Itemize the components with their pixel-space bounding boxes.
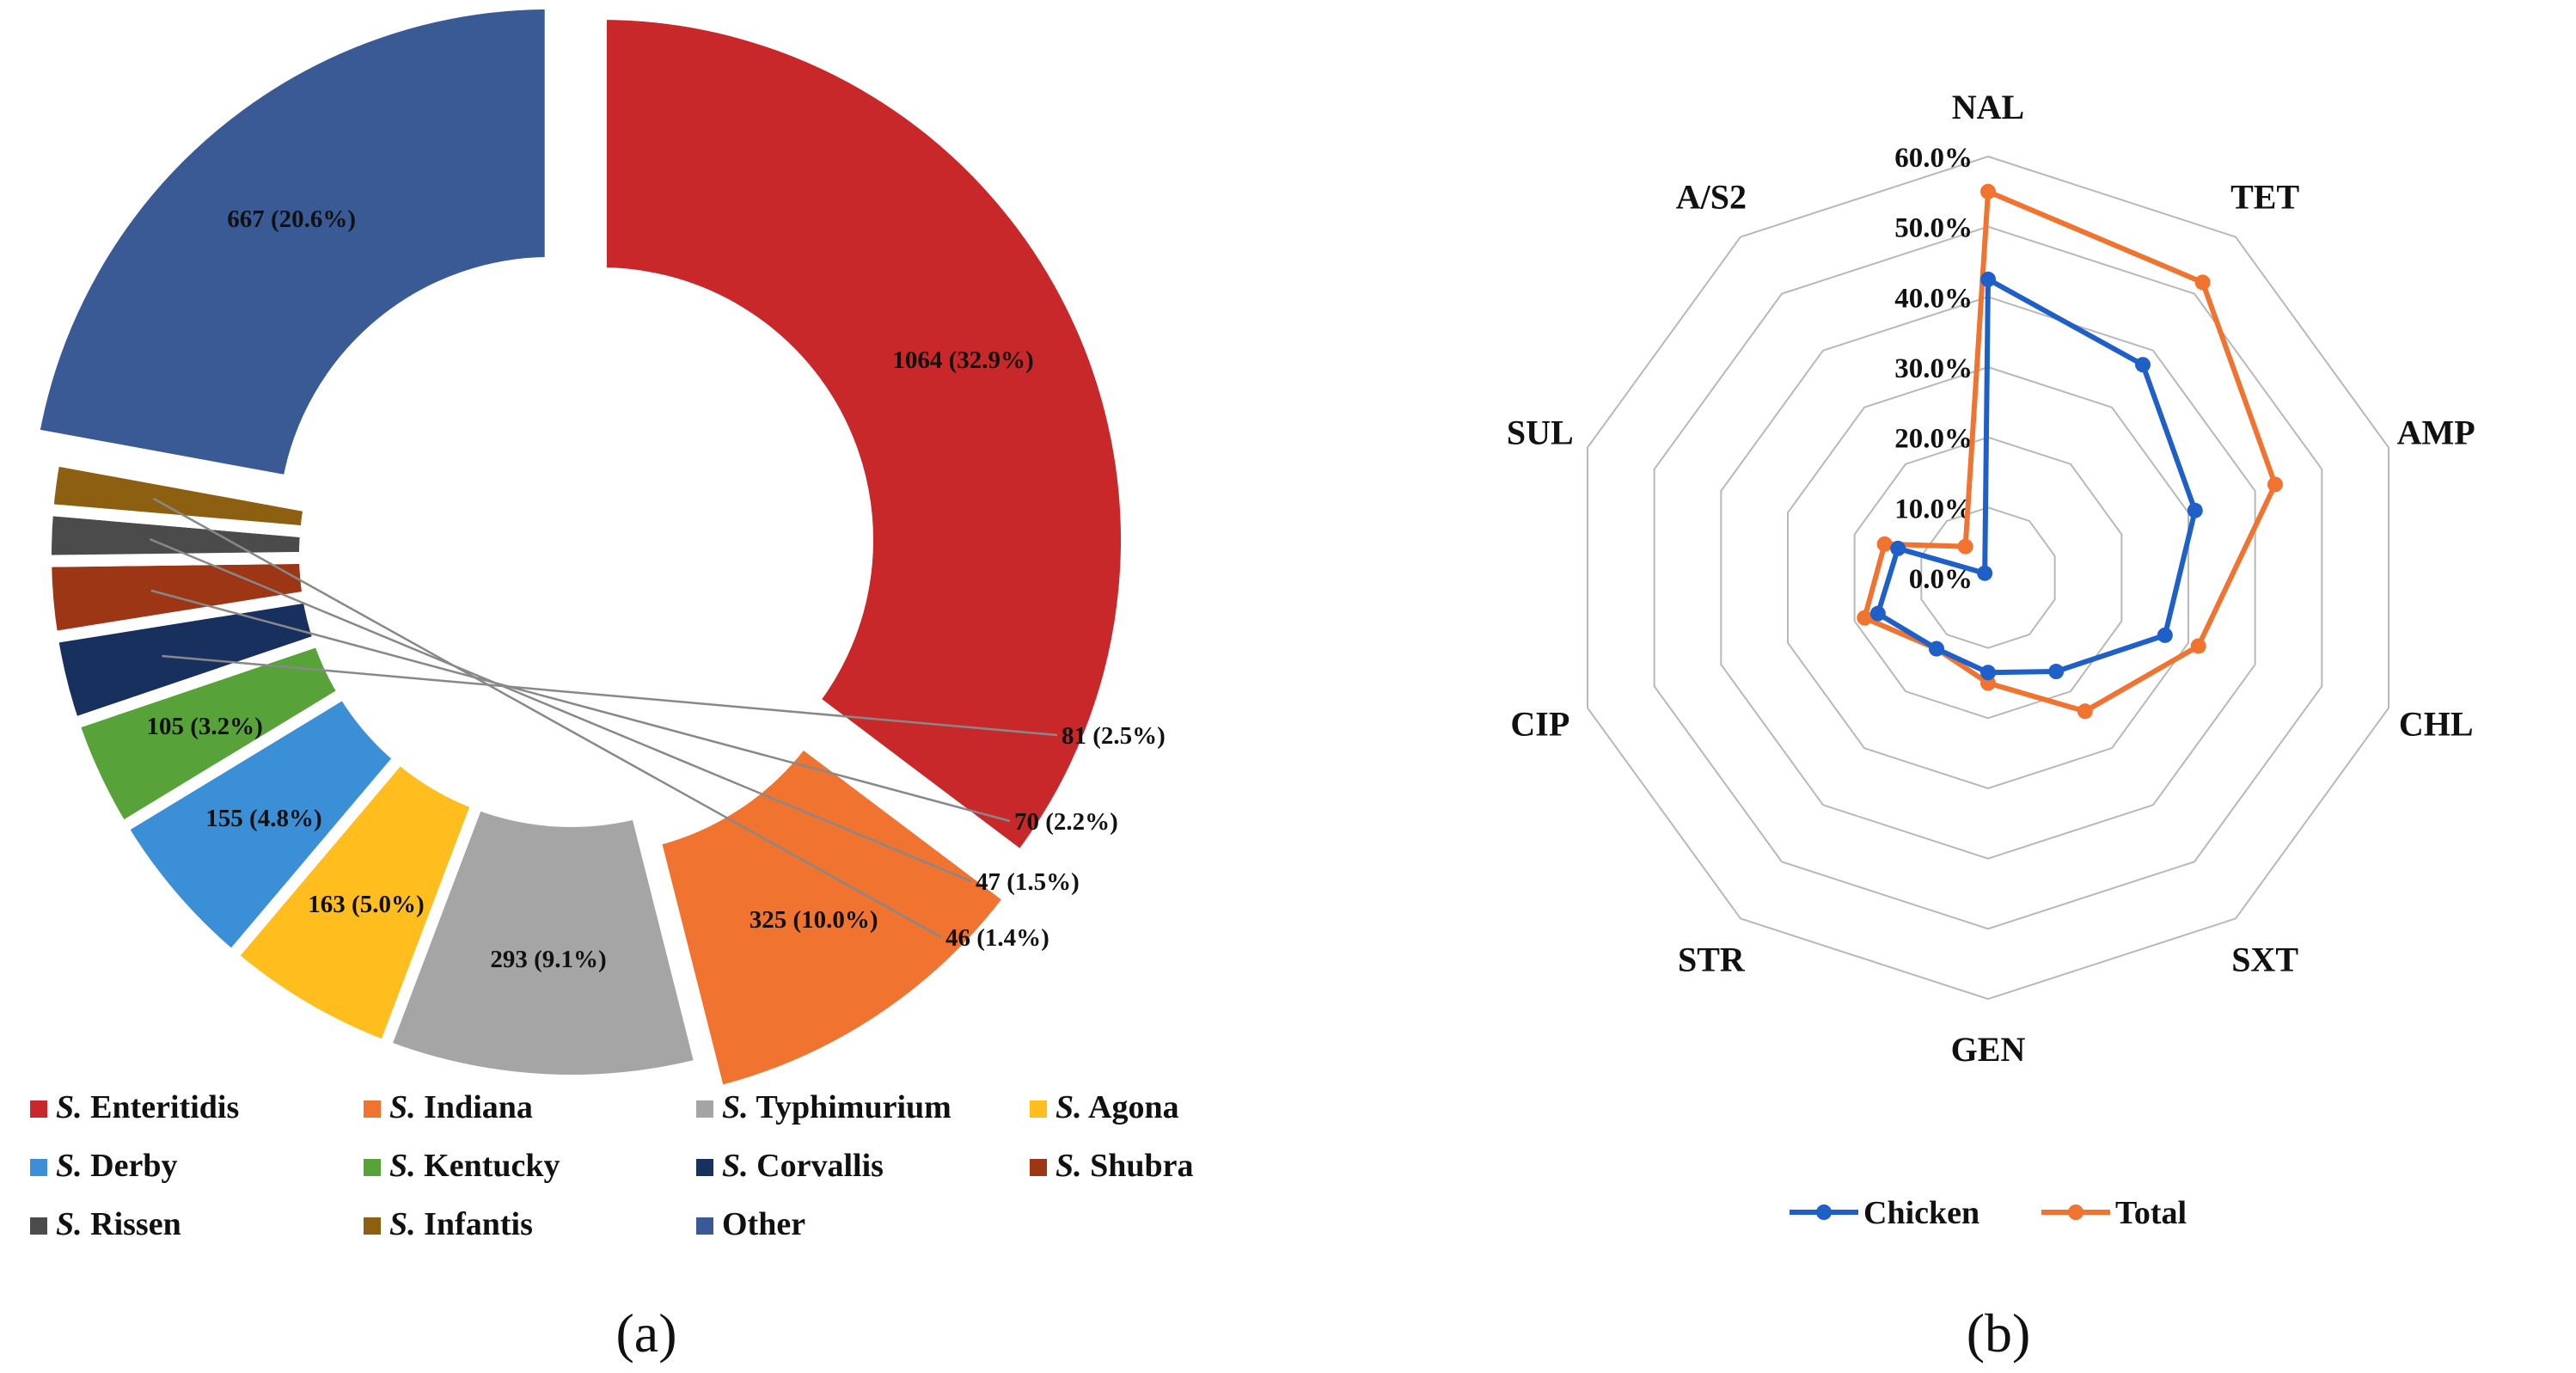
radar-axis-label-sul: SUL bbox=[1507, 414, 1574, 452]
radar-axis-label-cip: CIP bbox=[1510, 704, 1569, 743]
radar-grid-ring bbox=[1586, 155, 2390, 1001]
legend-item-typhimurium: S. Typhimurium bbox=[722, 1089, 951, 1125]
legend-swatch-enteritidis bbox=[30, 1100, 47, 1118]
legend-swatch-agona bbox=[1030, 1100, 1047, 1118]
legend-swatch-infantis bbox=[364, 1217, 381, 1235]
radar-axis-label-gen: GEN bbox=[1951, 1030, 2026, 1069]
legend-item-enteritidis: S. Enteritidis bbox=[56, 1089, 239, 1125]
radar-tick-label: 20.0% bbox=[1894, 424, 1973, 455]
radar-point-chicken-a-s2 bbox=[1977, 565, 1993, 581]
donut-label-enteritidis: 1064 (32.9%) bbox=[892, 346, 1033, 374]
radar-legend-label-chicken: Chicken bbox=[1863, 1195, 1979, 1231]
radar-point-total-sxt bbox=[2077, 703, 2093, 720]
radar-point-total-nal bbox=[1980, 183, 1996, 199]
radar-tick-label: 50.0% bbox=[1894, 213, 1973, 244]
radar-axis-label-sxt: SXT bbox=[2231, 940, 2298, 978]
donut-slice-other bbox=[26, 0, 557, 489]
radar-point-chicken-nal bbox=[1980, 271, 1996, 287]
donut-label-indiana: 325 (10.0%) bbox=[750, 906, 878, 934]
radar-point-total-chl bbox=[2190, 638, 2206, 654]
legend-item-shubra: S. Shubra bbox=[1055, 1148, 1194, 1184]
radar-point-chicken-amp bbox=[2187, 502, 2203, 518]
legend-item-derby: S. Derby bbox=[56, 1148, 177, 1184]
donut-slice-typhimurium bbox=[376, 795, 708, 1087]
radar-point-chicken-str bbox=[1928, 641, 1944, 657]
legend-item-infantis: S. Infantis bbox=[389, 1206, 533, 1242]
radar-legend-marker-chicken bbox=[1816, 1204, 1832, 1220]
radar-chart: 0.0%10.0%20.0%30.0%40.0%50.0%60.0%NALTET… bbox=[1507, 88, 2475, 1069]
donut-callout-shubra: 70 (2.2%) bbox=[1014, 808, 1118, 836]
radar-axis-label-a-s2: A/S2 bbox=[1676, 178, 1747, 217]
radar-grid-ring bbox=[1653, 225, 2323, 930]
radar-axis-label-nal: NAL bbox=[1952, 88, 2024, 126]
legend-swatch-rissen bbox=[30, 1217, 47, 1235]
legend-swatch-derby bbox=[30, 1159, 47, 1176]
donut-label-other: 667 (20.6%) bbox=[227, 205, 356, 233]
radar-axis-label-tet: TET bbox=[2230, 178, 2299, 217]
radar-tick-label: 10.0% bbox=[1894, 493, 1973, 524]
legend-swatch-other bbox=[696, 1217, 713, 1235]
radar-grid-ring bbox=[1720, 296, 2256, 860]
radar-axis-label-amp: AMP bbox=[2397, 414, 2475, 452]
radar-axis-label-str: STR bbox=[1678, 940, 1746, 978]
donut-label-kentucky: 105 (3.2%) bbox=[146, 713, 262, 740]
radar-tick-label: 30.0% bbox=[1894, 353, 1973, 384]
legend-item-kentucky: S. Kentucky bbox=[389, 1148, 560, 1184]
donut-leader-infantis bbox=[152, 497, 942, 939]
radar-point-total-amp bbox=[2267, 476, 2283, 493]
legend-swatch-shubra bbox=[1030, 1159, 1047, 1176]
legend-item-agona: S. Agona bbox=[1055, 1089, 1179, 1125]
donut-label-agona: 163 (5.0%) bbox=[308, 891, 424, 918]
panel-label-a: (a) bbox=[615, 1303, 676, 1364]
radar-point-chicken-sul bbox=[1890, 540, 1906, 556]
radar-tick-label: 60.0% bbox=[1894, 143, 1973, 174]
radar-point-chicken-chl bbox=[2157, 627, 2173, 643]
donut-callout-corvallis: 81 (2.5%) bbox=[1062, 722, 1166, 750]
donut-leader-corvallis bbox=[162, 654, 1058, 737]
radar-legend-marker-total bbox=[2068, 1204, 2083, 1220]
radar-tick-label: 40.0% bbox=[1894, 283, 1973, 314]
radar-point-total-cip bbox=[1857, 610, 1873, 626]
radar-grid-ring bbox=[1853, 436, 2123, 720]
radar-point-chicken-gen bbox=[1980, 665, 1996, 681]
radar-axis-label-chl: CHL bbox=[2399, 704, 2474, 743]
radar-point-total-a-s2 bbox=[1957, 538, 1973, 555]
donut-chart: 1064 (32.9%) 325 (10.0%) 293 (9.1%) 163 (5.… bbox=[26, 0, 1166, 1100]
radar-grid-ring bbox=[1786, 365, 2190, 790]
donut-leader-rissen bbox=[149, 537, 972, 883]
radar-series-line-chicken bbox=[1875, 276, 2198, 676]
donut-label-derby: 155 (4.8%) bbox=[205, 805, 321, 832]
donut-label-typhimurium: 293 (9.1%) bbox=[490, 946, 606, 973]
donut-leader-shubra bbox=[150, 589, 1011, 823]
panel-label-b: (b) bbox=[1967, 1303, 2031, 1364]
donut-callout-infantis: 46 (1.4%) bbox=[945, 924, 1049, 952]
legend-swatch-typhimurium bbox=[696, 1100, 713, 1118]
donut-slice-enteritidis bbox=[595, 8, 1133, 866]
legend-swatch-corvallis bbox=[696, 1159, 713, 1176]
radar-point-total-sul bbox=[1876, 536, 1893, 552]
donut-slice-infantis bbox=[40, 452, 317, 539]
donut-slice-indiana bbox=[647, 733, 1019, 1100]
radar-point-chicken-sxt bbox=[2048, 664, 2065, 680]
donut-callout-rissen: 47 (1.5%) bbox=[976, 868, 1080, 896]
legend-item-rissen: S. Rissen bbox=[56, 1206, 181, 1242]
radar-point-chicken-cip bbox=[1869, 605, 1886, 622]
radar-legend-label-total: Total bbox=[2115, 1195, 2187, 1231]
radar-point-chicken-tet bbox=[2135, 357, 2151, 373]
legend-swatch-indiana bbox=[364, 1100, 381, 1118]
legend-swatch-kentucky bbox=[364, 1159, 381, 1176]
legend-item-other: Other bbox=[722, 1206, 805, 1242]
legend-item-indiana: S. Indiana bbox=[389, 1089, 533, 1125]
radar-point-total-tet bbox=[2194, 274, 2211, 291]
radar-legend: Chicken Total bbox=[1790, 1195, 2187, 1231]
legend-item-corvallis: S. Corvallis bbox=[722, 1148, 884, 1184]
